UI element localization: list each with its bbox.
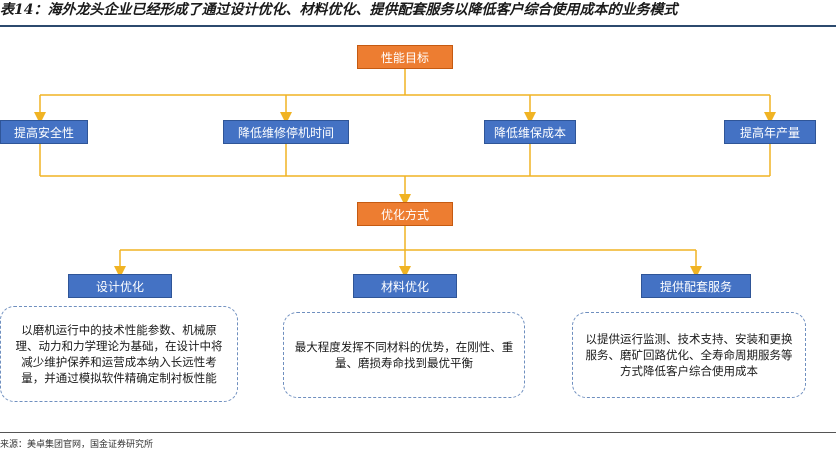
method-box-design: 设计优化 bbox=[68, 274, 172, 298]
description-material: 最大程度发挥不同材料的优势，在刚性、重量、磨损寿命找到最优平衡 bbox=[283, 312, 525, 398]
figure-title: 表14：海外龙头企业已经形成了通过设计优化、材料优化、提供配套服务以降低客户综合… bbox=[0, 2, 678, 18]
goal-box: 性能目标 bbox=[357, 45, 453, 69]
target-box-downtime: 降低维修停机时间 bbox=[223, 120, 349, 144]
description-service: 以提供运行监测、技术支持、安装和更换服务、磨矿回路优化、全寿命周期服务等方式降低… bbox=[572, 312, 806, 398]
source-note: 来源：美卓集团官网，国金证券研究所 bbox=[0, 440, 154, 450]
title-rule bbox=[0, 25, 836, 27]
target-box-output: 提高年产量 bbox=[724, 120, 816, 144]
method-box-service: 提供配套服务 bbox=[641, 274, 751, 298]
target-box-maintenance-cost: 降低维保成本 bbox=[484, 120, 576, 144]
footer-rule bbox=[0, 432, 836, 433]
method-box-material: 材料优化 bbox=[353, 274, 457, 298]
method-box: 优化方式 bbox=[357, 202, 453, 226]
description-design: 以磨机运行中的技术性能参数、机械原理、动力和力学理论为基础，在设计中将减少维护保… bbox=[0, 306, 238, 402]
target-box-safety: 提高安全性 bbox=[0, 120, 88, 144]
